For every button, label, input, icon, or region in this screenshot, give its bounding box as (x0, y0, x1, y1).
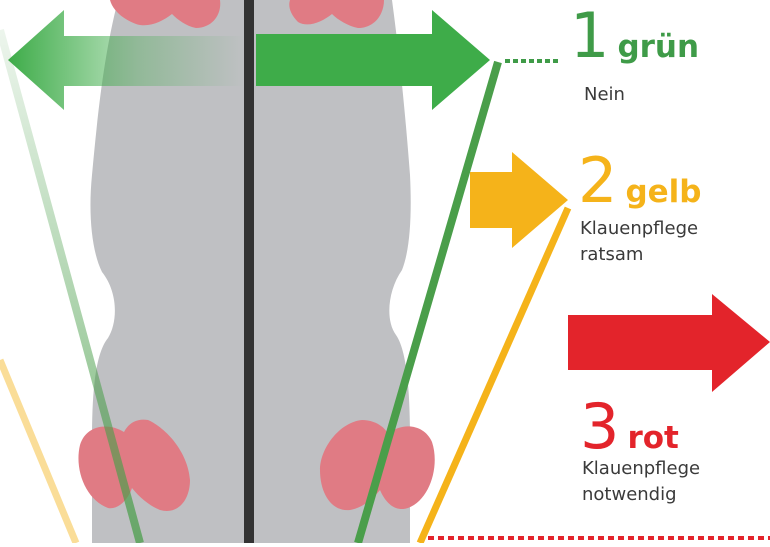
level-1-label: grün (617, 29, 699, 65)
level-1-description: Nein (584, 82, 625, 108)
level-3-label: rot (627, 420, 678, 456)
level-2-desc-line-2: ratsam (580, 242, 698, 268)
limit-line-yellow-left (0, 360, 76, 543)
level-3-desc-line-1: Klauenpflege (582, 456, 700, 482)
level-2-description: Klauenpflege ratsam (580, 216, 698, 268)
level-1-number: 1 (570, 0, 609, 72)
level-3-number: 3 (580, 390, 619, 463)
level-2-label: gelb (625, 174, 701, 210)
level-1-desc-line: Nein (584, 82, 625, 108)
level-2-desc-line-1: Klauenpflege (580, 216, 698, 242)
level-3-desc-line-2: notwendig (582, 482, 700, 508)
level-2-number: 2 (578, 144, 617, 217)
arrow-red (568, 294, 770, 392)
spine-line (244, 0, 254, 543)
level-3-description: Klauenpflege notwendig (582, 456, 700, 508)
